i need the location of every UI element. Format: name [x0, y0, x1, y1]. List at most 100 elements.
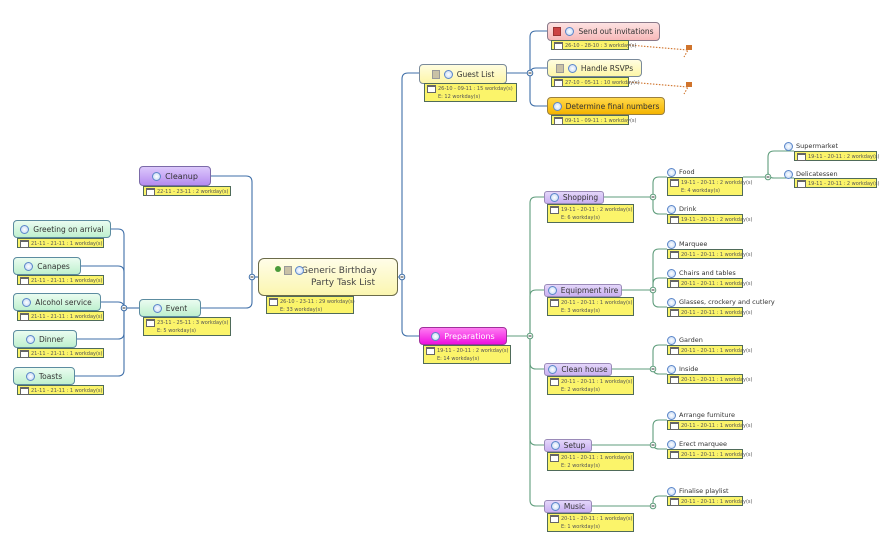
task-info: 20-11 - 20-11 : 1 workday(s): [667, 249, 752, 259]
topic-chairs-and-tables[interactable]: Chairs and tables: [667, 268, 736, 278]
topic-delicatessen[interactable]: Delicatessen: [784, 169, 838, 179]
task-icon: [25, 371, 35, 381]
task-dates: 09-11 - 09-11 : 1 workday(s): [565, 118, 637, 124]
task-info: 20-11 - 20-11 : 1 workday(s): [667, 307, 752, 317]
topic-clean-house[interactable]: Clean house: [544, 363, 612, 376]
calendar-icon: [20, 350, 29, 358]
connector: [201, 277, 253, 309]
task-effort: E: 33 workday(s): [280, 307, 323, 313]
topic-supermarket[interactable]: Supermarket: [784, 141, 838, 151]
task-info: 21-11 - 21-11 : 1 workday(s): [17, 238, 104, 248]
topic-glasses-crockery-and-cutlery[interactable]: Glasses, crockery and cutlery: [667, 297, 775, 307]
task-effort: E: 2 workday(s): [561, 463, 601, 469]
task-info: 20-11 - 20-11 : 1 workday(s)E: 2 workday…: [547, 376, 634, 395]
topic-dinner[interactable]: Dinner: [13, 330, 77, 348]
topic-music[interactable]: Music: [544, 500, 592, 513]
gear-icon: [275, 266, 281, 272]
task-info: 19-11 - 20-11 : 2 workday(s) E: 6 workday…: [547, 204, 634, 223]
topic-label: Garden: [679, 336, 703, 344]
task-info: 21-11 - 21-11 : 1 workday(s): [17, 275, 104, 285]
topic-canapes[interactable]: Canapes: [13, 257, 81, 275]
connector: [652, 344, 667, 369]
task-info: 20-11 - 20-11 : 1 workday(s)E: 1 workday…: [547, 513, 634, 532]
task-info: 19-11 - 20-11 : 2 workday(s)E: 14 workda…: [423, 345, 511, 364]
topic-marquee[interactable]: Marquee: [667, 239, 707, 249]
connector: [652, 290, 667, 308]
task-info: 09-11 - 09-11 : 1 workday(s): [551, 115, 637, 125]
task-info: 20-11 - 20-11 : 1 workday(s): [667, 420, 752, 430]
topic-guest-list[interactable]: Guest List: [419, 64, 507, 84]
connector: [529, 336, 544, 446]
calendar-icon: [550, 206, 559, 214]
topic-erect-marquee[interactable]: Erect marquee: [667, 439, 727, 449]
task-icon: [667, 268, 676, 278]
topic-event[interactable]: Event: [139, 299, 201, 317]
topic-label: Event: [165, 303, 188, 313]
calendar-icon: [554, 79, 563, 87]
task-dates: 19-11 - 20-11 : 2 workday(s): [561, 207, 633, 213]
topic-label: Music: [563, 502, 586, 511]
task-info: 21-11 - 21-11 : 1 workday(s): [17, 385, 104, 395]
connector: [529, 289, 544, 336]
topic-toasts[interactable]: Toasts: [13, 367, 75, 385]
calendar-icon: [670, 216, 679, 224]
topic-garden[interactable]: Garden: [667, 335, 703, 345]
topic-label: Canapes: [37, 261, 70, 271]
topic-label: Guest List: [456, 69, 495, 79]
task-icon: [552, 101, 562, 111]
topic-cleanup[interactable]: Cleanup: [139, 166, 211, 186]
calendar-icon: [550, 515, 559, 523]
topic-label: Drink: [679, 205, 697, 213]
task-effort: E: 3 workday(s): [561, 308, 601, 314]
topic-label: Finalise playlist: [679, 487, 729, 495]
task-info: 19-11 - 20-11 : 2 workday(s)E: 4 workday…: [667, 177, 753, 196]
task-icon: [667, 486, 676, 496]
calendar-icon: [269, 298, 278, 306]
task-dates: 19-11 - 20-11 : 2 workday(s): [681, 217, 753, 223]
topic-handle-rsvps[interactable]: Handle RSVPs: [547, 59, 642, 77]
connector: [652, 277, 667, 290]
topic-food[interactable]: Food: [667, 167, 695, 177]
calendar-icon: [670, 179, 679, 187]
task-info: 27-10 - 05-11 : 10 workday(s): [551, 77, 640, 87]
topic-preparations[interactable]: Preparations: [419, 327, 507, 345]
topic-inside[interactable]: Inside: [667, 364, 698, 374]
connector: [652, 248, 667, 290]
topic-setup[interactable]: Setup: [544, 439, 592, 452]
topic-equipment-hire[interactable]: Equipment hire: [544, 284, 622, 297]
topic-drink[interactable]: Drink: [667, 204, 696, 214]
topic-alcohol-service[interactable]: Alcohol service: [13, 293, 101, 311]
topic-greeting-on-arrival[interactable]: Greeting on arrival: [13, 220, 111, 238]
topic-label: Erect marquee: [679, 440, 727, 448]
topic-finalise-playlist[interactable]: Finalise playlist: [667, 486, 729, 496]
connector: [81, 265, 125, 308]
task-dates: 21-11 - 21-11 : 1 workday(s): [31, 314, 103, 320]
topic-label: Toasts: [38, 371, 63, 381]
relationship-handle-icon[interactable]: [686, 45, 692, 50]
connector: [101, 301, 125, 309]
note-icon: [431, 69, 440, 79]
connector: [75, 308, 125, 377]
topic-label: Supermarket: [796, 142, 838, 150]
topic-arrange-furniture[interactable]: Arrange furniture: [667, 410, 735, 420]
task-dates: 19-11 - 20-11 : 2 workday(s): [681, 180, 753, 186]
task-icon: [550, 502, 560, 511]
relationship-handle-icon[interactable]: [686, 82, 692, 87]
central-title-line1: Generic Birthday: [301, 266, 377, 276]
note-icon: [284, 266, 292, 275]
topic-shopping[interactable]: Shopping: [544, 191, 604, 204]
connector: [529, 336, 544, 370]
topic-label: Preparations: [444, 331, 495, 341]
central-topic[interactable]: Generic Birthday Party Task List: [258, 258, 398, 296]
task-effort: E: 6 workday(s): [561, 215, 601, 221]
calendar-icon: [20, 387, 29, 395]
calendar-icon: [670, 280, 679, 288]
topic-send-out-invitations[interactable]: Send out invitations: [547, 22, 660, 41]
task-dates: 20-11 - 20-11 : 1 workday(s): [561, 455, 633, 461]
task-icon: [667, 335, 676, 345]
task-icon: [548, 365, 558, 374]
task-info: 20-11 - 20-11 : 1 workday(s): [667, 449, 752, 459]
task-info: 19-11 - 20-11 : 2 workday(s): [794, 151, 879, 161]
task-dates: 21-11 - 21-11 : 1 workday(s): [31, 278, 103, 284]
topic-determine-final-numbers[interactable]: Determine final numbers: [547, 97, 665, 115]
